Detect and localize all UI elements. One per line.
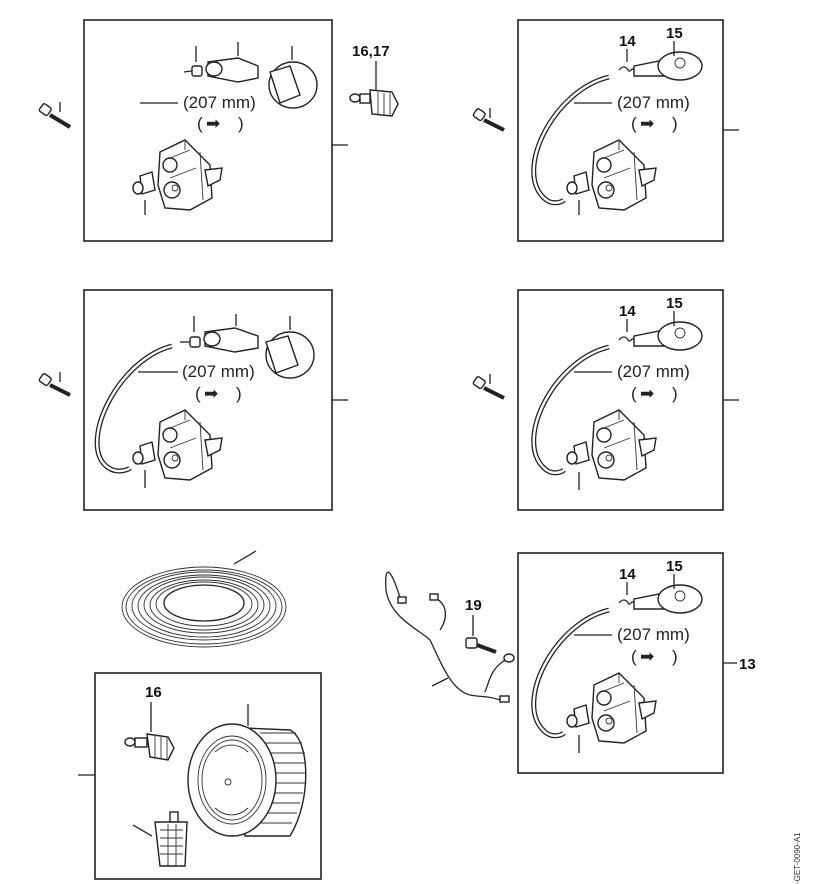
arrow-ref-open: ( xyxy=(631,647,637,666)
ignition-module-icon xyxy=(132,409,223,481)
arrow-ref-close: ) xyxy=(672,647,678,666)
panel-5: 14 15 (207 mm) ( ➡ ) 13 xyxy=(517,552,756,774)
panel-6: 16 xyxy=(78,672,322,880)
part-label-15: 15 xyxy=(666,558,683,575)
hose-length-label: (207 mm) xyxy=(617,362,690,381)
panel-3: (207 mm) ( ➡ ) xyxy=(38,289,348,511)
arrow-ref-close: ) xyxy=(238,114,244,133)
arrow-icon: ➡ xyxy=(640,114,654,133)
screw-icon xyxy=(472,108,505,132)
panel-1: (207 mm) ( ➡ ) 16,17 xyxy=(38,19,399,242)
arrow-icon: ➡ xyxy=(204,384,218,403)
arrow-ref-close: ) xyxy=(672,384,678,403)
air-filter-icon xyxy=(187,704,307,837)
part-label-14: 14 xyxy=(619,303,636,320)
part-label-16-17: 16,17 xyxy=(352,43,390,60)
arrow-ref-open: ( xyxy=(197,114,203,133)
part-label-19: 19 xyxy=(465,597,482,614)
spark-plug-icon xyxy=(349,89,399,117)
screw-icon xyxy=(472,374,505,400)
spark-plug-boot-icon xyxy=(633,321,703,351)
spark-plug-boot-icon xyxy=(633,584,703,614)
part-label-15: 15 xyxy=(666,25,683,42)
ignition-module-icon xyxy=(132,139,223,211)
wire-harness-icon xyxy=(385,571,515,703)
figure-code: -GET-0090-A1 xyxy=(793,832,802,884)
arrow-icon: ➡ xyxy=(640,384,654,403)
screw-icon xyxy=(38,102,72,129)
arrow-ref-open: ( xyxy=(631,114,637,133)
arrow-ref-open: ( xyxy=(195,384,201,403)
arrow-ref-close: ) xyxy=(672,114,678,133)
hose-length-label: (207 mm) xyxy=(617,625,690,644)
spark-plug-icon xyxy=(124,733,175,761)
ignition-module-icon xyxy=(566,409,657,481)
screw-icon xyxy=(38,372,71,397)
arrow-ref-open: ( xyxy=(631,384,637,403)
hose-length-label: (207 mm) xyxy=(183,93,256,112)
arrow-ref-close: ) xyxy=(236,384,242,403)
part-label-16: 16 xyxy=(145,684,162,701)
group-label-13: 13 xyxy=(739,656,756,673)
ignition-module-icon xyxy=(566,672,657,744)
part-label-14: 14 xyxy=(619,33,636,50)
arrow-icon: ➡ xyxy=(640,647,654,666)
coiled-fuel-line-icon xyxy=(121,550,287,648)
hose-length-label: (207 mm) xyxy=(617,93,690,112)
arrow-icon: ➡ xyxy=(206,114,220,133)
panel-4: 14 15 (207 mm) ( ➡ ) xyxy=(472,289,739,511)
part-label-14: 14 xyxy=(619,566,636,583)
spark-plug-boot-icon xyxy=(633,51,703,81)
ignition-module-icon xyxy=(566,139,657,211)
fuel-filter-icon xyxy=(132,811,188,867)
screw-icon: 19 xyxy=(465,597,497,654)
panel-2: 14 15 (207 mm) ( ➡ ) xyxy=(472,19,739,242)
part-label-15: 15 xyxy=(666,295,683,312)
hose-length-label: (207 mm) xyxy=(182,362,255,381)
